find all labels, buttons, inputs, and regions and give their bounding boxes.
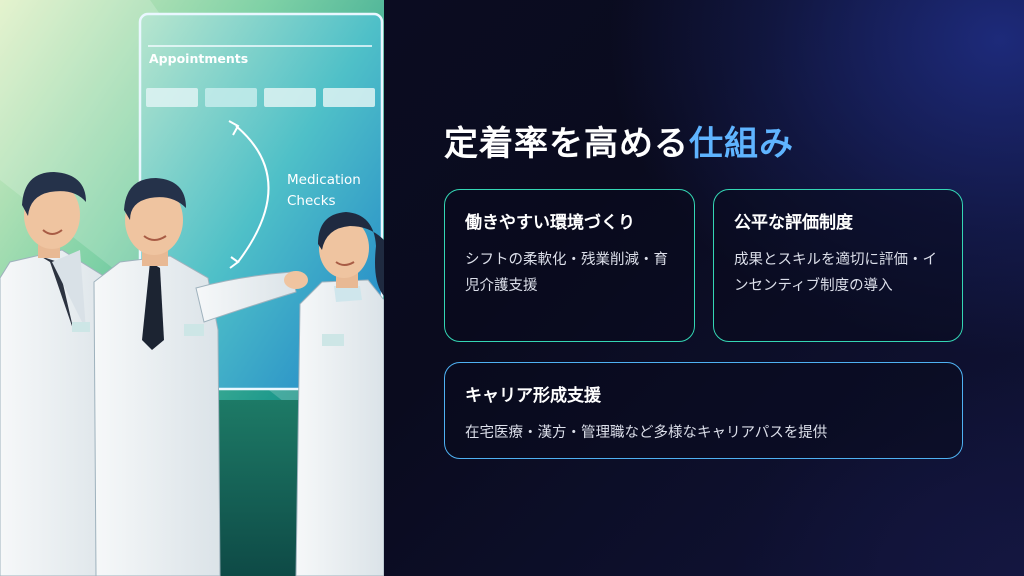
- card-title: 働きやすい環境づくり: [465, 213, 635, 233]
- pharmacist-right: [295, 212, 384, 576]
- screen-label-line2: Checks: [287, 193, 336, 209]
- screen-heading: Appointments: [149, 51, 248, 66]
- card-fair-evaluation: 公平な評価制度 成果とスキルを適切に評価・インセンティブ制度の導入: [713, 189, 963, 342]
- pharmacist-middle: [93, 178, 308, 576]
- card-career-development: キャリア形成支援 在宅医療・漢方・管理職など多様なキャリアパスを提供: [444, 362, 963, 459]
- card-body: 在宅医療・漢方・管理職など多様なキャリアパスを提供: [465, 425, 828, 441]
- card-body: 成果とスキルを適切に評価・インセンティブ制度の導入: [734, 252, 937, 294]
- cycle-arrow-icon: [235, 125, 270, 263]
- pharmacist-left: [0, 172, 123, 576]
- screen-label-line1: Medication: [287, 172, 361, 188]
- card-title: キャリア形成支援: [465, 386, 601, 406]
- slide-title: 定着率を高める仕組み: [444, 116, 794, 165]
- card-title: 公平な評価制度: [734, 213, 853, 233]
- card-body: シフトの柔軟化・残業削減・育児介護支援: [465, 252, 668, 294]
- title-accent: 仕組み: [689, 124, 794, 164]
- title-main: 定着率を高める: [444, 124, 689, 164]
- pharmacists-illustration: Appointments Medication Checks: [0, 0, 384, 576]
- card-work-environment: 働きやすい環境づくり シフトの柔軟化・残業削減・育児介護支援: [444, 189, 695, 342]
